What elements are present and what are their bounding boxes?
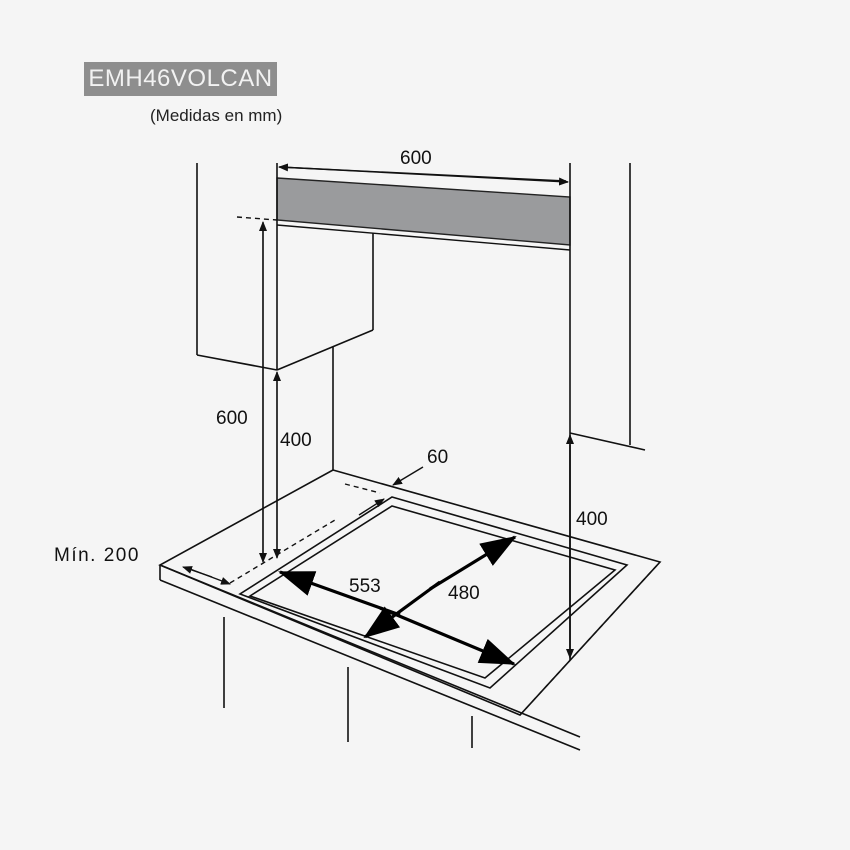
cutout-480-label: 480	[448, 583, 480, 604]
cutout-553-arrow-right	[379, 606, 516, 666]
dashed-guides	[229, 216, 661, 716]
hood-width-arrow-left	[278, 163, 567, 182]
cutout-480-arrow-up	[429, 535, 517, 591]
clearance-400-right-label: 400	[576, 509, 608, 530]
gap-60-arrow	[392, 466, 424, 486]
model-name: EMH46VOLCAN	[88, 65, 273, 92]
clearance-400-left-label: 400	[280, 430, 312, 451]
model-badge: EMH46VOLCAN	[84, 62, 277, 96]
hob-cutout	[238, 496, 629, 689]
left-wall-cabinet	[196, 163, 374, 470]
gap-60-label: 60	[427, 447, 448, 468]
right-wall-cabinet	[569, 163, 646, 451]
cutout-480-arrow-down	[363, 580, 441, 639]
gap-60-arrow-inner	[358, 498, 385, 516]
min200-arrow-right	[189, 568, 231, 585]
cutout-553-label: 553	[349, 576, 381, 597]
units-note: (Medidas en mm)	[150, 106, 283, 125]
range-hood	[276, 163, 571, 660]
hood-width-label: 600	[400, 148, 432, 169]
height-600-label: 600	[216, 408, 248, 429]
min-200-label: Mín. 200	[54, 545, 140, 566]
